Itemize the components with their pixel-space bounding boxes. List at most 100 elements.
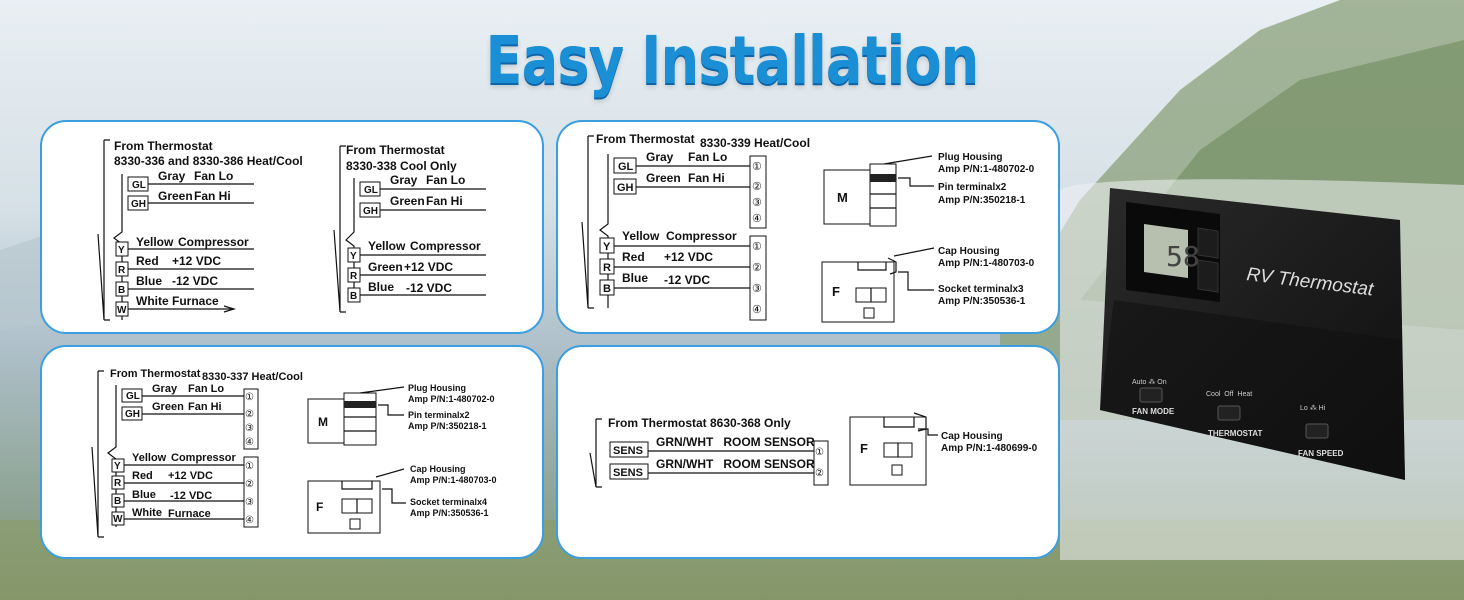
svg-text:①: ① (815, 447, 824, 458)
bracket (91, 370, 104, 538)
wiring-diagram-336-338: From Thermostat 8330-336 and 8330-386 He… (97, 139, 486, 321)
svg-text:③: ③ (245, 497, 254, 508)
row-gh: GH Green Fan Hi (121, 401, 244, 421)
group-bracket-right (345, 178, 355, 302)
svg-text:W: W (113, 514, 123, 525)
svg-text:Green: Green (646, 171, 681, 185)
svg-text:Fan Hi: Fan Hi (194, 189, 231, 203)
page-title: Easy Installation (485, 22, 980, 99)
svg-text:B: B (350, 291, 357, 302)
svg-text:Fan Hi: Fan Hi (188, 401, 222, 413)
svg-text:Fan Lo: Fan Lo (426, 173, 465, 187)
rv-thermostat-device: 58 RV Thermostat Auto ⁂ On FAN MODE Cool… (1100, 188, 1405, 480)
svg-text:SENS: SENS (613, 467, 643, 479)
svg-text:+12 VDC: +12 VDC (168, 470, 213, 482)
cap-housing-pn: Amp P/N:1-480703-0 (938, 258, 1035, 269)
svg-text:①: ① (752, 241, 762, 253)
svg-text:GH: GH (131, 199, 146, 210)
svg-text:GL: GL (364, 185, 378, 196)
cap-housing-f: F (849, 412, 927, 486)
svg-text:②: ② (752, 181, 762, 193)
down-button (1197, 259, 1219, 293)
svg-text:Yellow: Yellow (368, 239, 406, 253)
svg-text:Fan Lo: Fan Lo (194, 169, 233, 183)
svg-text:White: White (136, 294, 169, 308)
pin-terminal-pn: Amp P/N:350218-1 (408, 421, 487, 431)
svg-text:F: F (860, 441, 868, 456)
cap-housing-label: Cap Housing (941, 431, 1003, 442)
svg-text:F: F (832, 284, 840, 299)
plug-housing-pn: Amp P/N:1-480702-0 (408, 394, 495, 404)
switch-fan-speed: Lo ⁂ Hi FAN SPEED (1298, 404, 1344, 458)
svg-text:Gray: Gray (158, 169, 186, 183)
heading-line2: 8330-339 Heat/Cool (700, 136, 810, 150)
svg-text:Y: Y (114, 461, 121, 472)
svg-text:GRN/WHT ROOM SENSOR: GRN/WHT ROOM SENSOR (656, 435, 815, 449)
pin-terminal-label: Pin terminalx2 (938, 182, 1007, 193)
svg-text:Furnace: Furnace (168, 508, 211, 520)
row-y-right: Y Yellow Compressor (347, 239, 486, 263)
svg-text:F: F (316, 500, 323, 514)
plug-housing-pointer (359, 386, 405, 394)
svg-text:Compressor: Compressor (178, 235, 249, 249)
svg-text:Blue: Blue (136, 274, 162, 288)
heading: From Thermostat 8630-368 Only (608, 416, 791, 430)
terminal-block: ① ② (813, 440, 829, 486)
switch-thermostat: Cool Off Heat THERMOSTAT (1206, 391, 1262, 438)
row-b: B Blue -12 VDC (115, 274, 254, 297)
bracket (581, 135, 594, 309)
terminal-block-top: ① ② ③ ④ (749, 155, 767, 229)
plug-housing-m: M (823, 163, 897, 227)
wiring-panel-336-338: From Thermostat 8330-336 and 8330-386 He… (40, 120, 544, 334)
pin-terminal-label: Pin terminalx2 (408, 410, 470, 420)
cap-housing-pn: Amp P/N:1-480703-0 (410, 475, 497, 485)
svg-text:Gray: Gray (390, 173, 418, 187)
svg-text:Y: Y (350, 251, 357, 262)
svg-text:-12 VDC: -12 VDC (406, 281, 452, 295)
svg-text:FAN MODE: FAN MODE (1132, 407, 1175, 416)
svg-text:GH: GH (617, 182, 634, 194)
svg-text:R: R (350, 271, 358, 282)
svg-text:SENS: SENS (613, 445, 643, 457)
row-gl: GL Gray Fan Lo (613, 150, 750, 174)
svg-text:Green: Green (152, 401, 184, 413)
cap-housing-pn: Amp P/N:1-480699-0 (941, 443, 1038, 454)
svg-text:+12 VDC: +12 VDC (172, 254, 221, 268)
svg-text:④: ④ (245, 515, 254, 526)
svg-text:M: M (318, 415, 328, 429)
pin-terminal-pointer (378, 404, 404, 416)
svg-text:②: ② (752, 262, 762, 274)
svg-text:THERMOSTAT: THERMOSTAT (1208, 429, 1262, 438)
svg-text:①: ① (752, 161, 762, 173)
svg-text:W: W (117, 305, 127, 316)
row-r-right: R Green +12 VDC (347, 260, 486, 283)
row-r: R Red +12 VDC (111, 470, 244, 490)
socket-terminal-pointer (382, 488, 406, 504)
heading-line1: From Thermostat (596, 132, 695, 146)
svg-text:-12 VDC: -12 VDC (172, 274, 218, 288)
wiring-panel-337: From Thermostat 8330-337 Heat/Cool GL Gr… (40, 345, 544, 559)
svg-text:Yellow: Yellow (136, 235, 174, 249)
svg-text:Red: Red (132, 470, 153, 482)
svg-text:Blue: Blue (132, 489, 156, 501)
socket-terminal-pn: Amp P/N:350536-1 (938, 296, 1026, 307)
row-y: Y Yellow Compressor (111, 452, 244, 473)
svg-text:R: R (603, 262, 611, 274)
svg-text:②: ② (245, 479, 254, 490)
row-gl-right: GL Gray Fan Lo (359, 173, 486, 197)
wiring-panel-8630-368: From Thermostat 8630-368 Only SENS GRN/W… (556, 345, 1060, 559)
heading-line2: 8330-336 and 8330-386 Heat/Cool (114, 154, 303, 168)
svg-text:Fan Hi: Fan Hi (426, 194, 463, 208)
row-w: W White Furnace (115, 294, 237, 317)
svg-text:GH: GH (125, 409, 140, 420)
svg-text:Fan Lo: Fan Lo (188, 383, 224, 395)
svg-text:Y: Y (118, 245, 125, 256)
row-sens-2: SENS GRN/WHT ROOM SENSOR (609, 457, 815, 480)
cap-housing-pointer (918, 428, 938, 436)
heading-line1-right: From Thermostat (346, 143, 445, 157)
svg-text:Auto ⁂ On: Auto ⁂ On (1132, 378, 1167, 386)
pin-terminal-pn: Amp P/N:350218-1 (938, 195, 1026, 206)
svg-text:Lo ⁂ Hi: Lo ⁂ Hi (1300, 404, 1326, 412)
heading-line2: 8330-337 Heat/Cool (202, 371, 303, 383)
svg-text:Yellow: Yellow (622, 229, 660, 243)
